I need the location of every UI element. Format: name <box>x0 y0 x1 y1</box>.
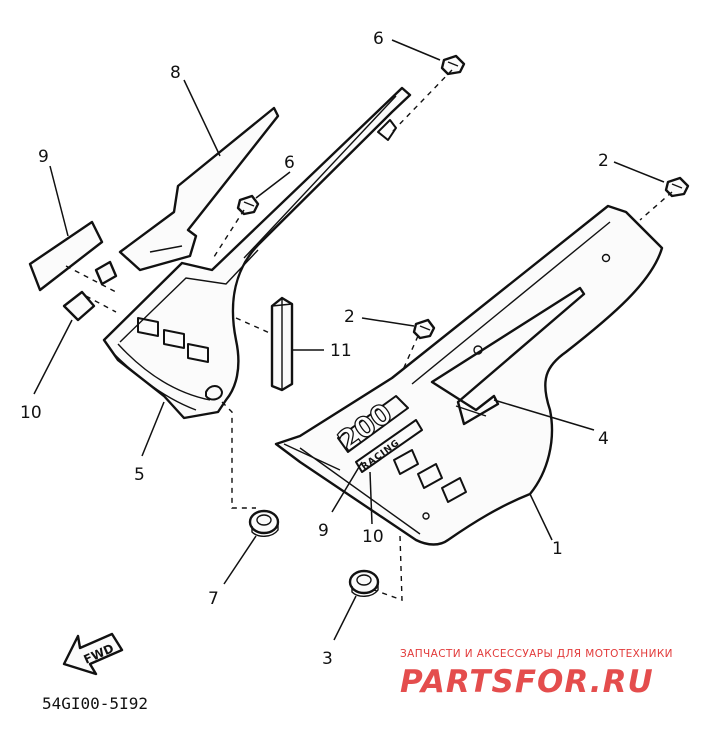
callout-5: 5 <box>134 465 145 485</box>
clip-part-6-top <box>440 54 466 76</box>
fwd-arrow-icon: FWD <box>62 632 124 676</box>
decal-part-8 <box>118 106 280 272</box>
callout-numbers: 6 8 6 2 9 2 11 10 4 5 9 10 1 7 3 <box>20 29 609 669</box>
callout-6-middle: 6 <box>284 153 295 173</box>
clip-part-6-middle <box>236 194 260 216</box>
grommet-part-3 <box>348 569 380 597</box>
watermark-tagline: ЗАПЧАСТИ И АКСЕССУАРЫ ДЛЯ МОТОТЕХНИКИ <box>400 648 673 660</box>
clip-part-2-middle <box>412 318 436 340</box>
callout-2-top: 2 <box>598 151 609 171</box>
callout-11: 11 <box>330 341 352 361</box>
emblem-decal-part-9-left <box>28 220 104 292</box>
callout-8: 8 <box>170 63 181 83</box>
stripe-decals-part-10-left <box>62 260 118 322</box>
callout-2-middle: 2 <box>344 307 355 327</box>
callout-1: 1 <box>552 539 563 559</box>
callout-9-right: 9 <box>318 521 329 541</box>
grommet-part-7 <box>248 509 280 537</box>
clip-part-2-top <box>664 176 690 198</box>
callout-6-top: 6 <box>373 29 384 49</box>
assembly-lines <box>211 69 673 602</box>
callout-4: 4 <box>598 429 609 449</box>
rubber-block-part-11 <box>270 296 294 392</box>
watermark-brand-logo: PARTSFOR.RU <box>400 664 654 700</box>
left-side-cover-part-5 <box>102 86 412 420</box>
callout-3: 3 <box>322 649 333 669</box>
part-diagram-code: 54GI00-5I92 <box>42 694 148 713</box>
right-side-cover-part-1 <box>274 204 664 546</box>
leader-lines <box>33 39 665 641</box>
callout-10-left: 10 <box>20 403 42 423</box>
callout-9-left: 9 <box>38 147 49 167</box>
callout-10-right: 10 <box>362 527 384 547</box>
callout-7: 7 <box>208 589 219 609</box>
